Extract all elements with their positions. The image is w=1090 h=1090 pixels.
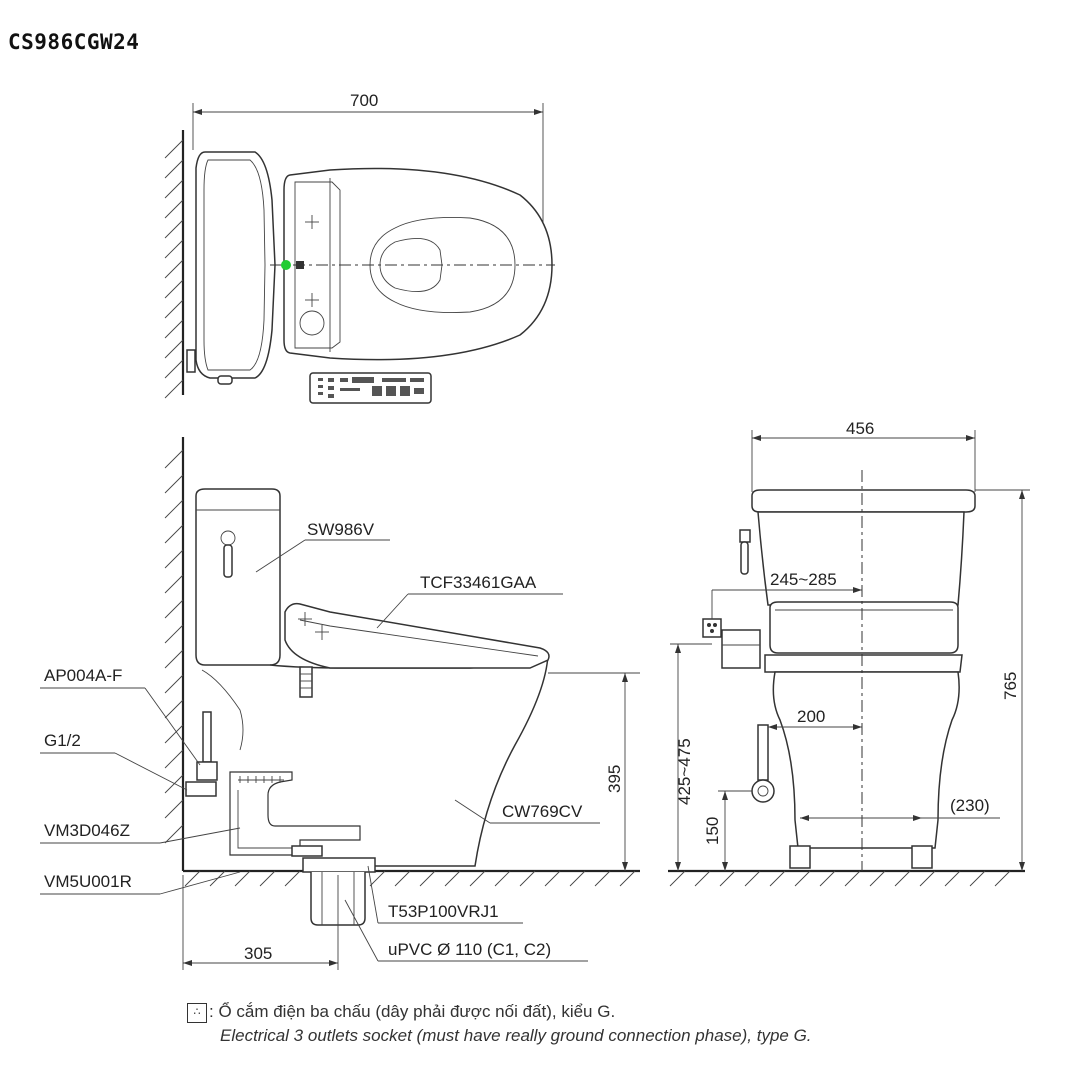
legend-note: ∴: Ổ cắm điện ba chấu (dây phải được nối… <box>187 1000 812 1048</box>
side-view: 395 305 SW986V TCF33461GAA AP004A-F G1/2… <box>40 437 640 970</box>
label-pipe: uPVC Ø 110 (C1, C2) <box>388 940 551 959</box>
flex-hose <box>202 711 212 763</box>
dim-outlet-height: 245~285 <box>770 570 837 589</box>
dim-150: 150 <box>703 817 722 845</box>
side-connector <box>299 666 313 698</box>
label-flange: T53P100VRJ1 <box>388 902 499 921</box>
dim-700: 700 <box>350 91 378 110</box>
dim-395: 395 <box>605 765 624 793</box>
legend-en: Electrical 3 outlets socket (must have r… <box>220 1026 812 1045</box>
seat-side <box>284 602 550 669</box>
wall-connector <box>185 781 217 797</box>
top-view: 700 <box>164 91 555 404</box>
model-title: CS986CGW24 <box>8 30 140 54</box>
dim-456: 456 <box>846 419 874 438</box>
trap-outline <box>229 771 361 856</box>
legend-vi: : Ổ cắm điện ba chấu (dây phải được nối … <box>209 1002 616 1021</box>
tank-side <box>195 488 281 666</box>
power-box <box>721 629 761 669</box>
dim-765: 765 <box>1001 672 1020 700</box>
trap-base <box>291 845 323 857</box>
front-view: 456 245~285 <box>668 419 1030 887</box>
dim-305: 305 <box>244 944 272 963</box>
label-bolt-kit: VM5U001R <box>44 872 132 891</box>
socket-icon-front <box>702 618 722 638</box>
tank-front <box>757 511 965 606</box>
flush-lever-icon <box>223 544 233 578</box>
seat-top <box>283 167 553 361</box>
label-bowl: CW769CV <box>502 802 583 821</box>
floor-flange <box>302 857 376 873</box>
socket-icon: ∴ <box>187 1002 207 1023</box>
label-thread: G1/2 <box>44 731 81 750</box>
side-wall-hatch <box>164 449 184 844</box>
angle-valve-icon <box>196 761 218 781</box>
dim-inlet-height: 425~475 <box>675 738 694 805</box>
label-valve-hose: VM3D046Z <box>44 821 130 840</box>
seat-front <box>769 601 959 654</box>
top-wall-hatch <box>164 139 184 399</box>
bowl-front <box>772 671 960 849</box>
right-bolt <box>911 845 933 869</box>
seat-indicator-icon <box>281 260 291 270</box>
label-seat: TCF33461GAA <box>420 573 537 592</box>
lever-front-icon <box>739 529 751 543</box>
front-hose <box>757 724 769 781</box>
front-floor-hatch <box>669 870 1011 887</box>
remote-buttons <box>318 377 424 398</box>
dim-230: (230) <box>950 796 990 815</box>
side-floor-hatch <box>184 870 636 887</box>
label-tank: SW986V <box>307 520 375 539</box>
tank-lid-front <box>751 489 976 513</box>
dim-200: 200 <box>797 707 825 726</box>
front-valve-icon <box>751 779 775 803</box>
left-bolt <box>789 845 811 869</box>
label-angle-valve: AP004A-F <box>44 666 122 685</box>
tank-top <box>195 151 276 379</box>
